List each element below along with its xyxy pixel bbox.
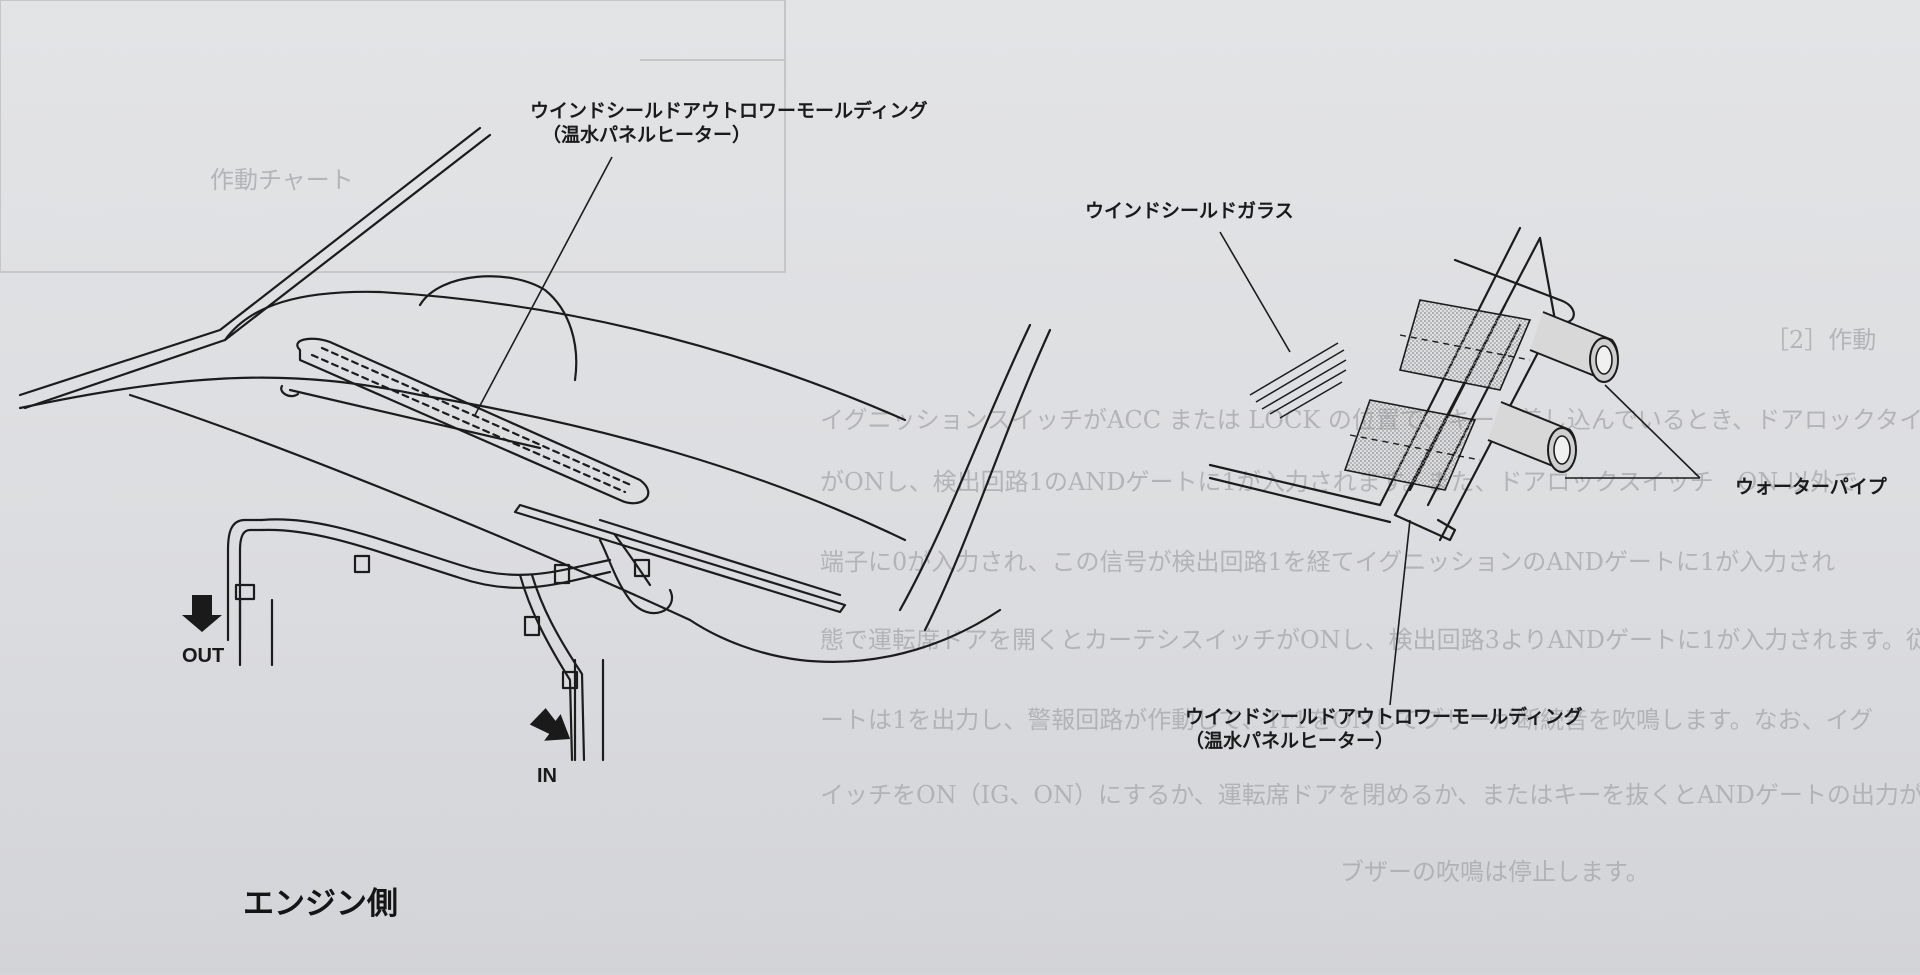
strip-dashes (1349, 334, 1531, 461)
ghost-line-5: ートは1を出力し、警報回路が作動して、Tr1をONしてブザーが断続音を吹鳴します… (820, 706, 1874, 734)
label-moulding-bottom-line2: （温水パネルヒーター） (1185, 729, 1395, 752)
leader-moulding-top (474, 156, 613, 416)
in-arrow-icon (529, 708, 571, 741)
label-water-pipe: ウォーターパイプ (1735, 476, 1887, 498)
water-pipe-upper (1529, 311, 1619, 383)
heater-strip-upper (1398, 299, 1532, 391)
label-engine-side: エンジン側 (243, 886, 398, 922)
label-windshield-glass: ウインドシールドガラス (1085, 200, 1294, 222)
water-pipe-lower (1487, 401, 1577, 473)
label-moulding-top: ウインドシールドアウトロワーモールディング （温水パネルヒーター） (530, 100, 928, 148)
glass-hatch (1249, 342, 1347, 419)
label-in: IN (537, 765, 557, 787)
label-moulding-top-line1: ウインドシールドアウトロワーモールディング (530, 100, 928, 122)
ghost-shapes (0, 0, 786, 273)
ghost-line-4: 態で運転席ドアを開くとカーテシスイッチがONし、検出回路3よりANDゲートに1が… (820, 626, 1920, 654)
ghost-line-2: がONし、検出回路1のANDゲートに1が入力されます。また、ドアロックスイッチ … (820, 468, 1858, 496)
label-moulding-bottom-line1: ウインドシールドアウトロワーモールディング (1185, 706, 1583, 728)
label-out: OUT (182, 645, 225, 667)
label-moulding-top-line2: （温水パネルヒーター） (542, 123, 752, 146)
label-moulding-bottom: ウインドシールドアウトロワーモールディング （温水パネルヒーター） (1185, 706, 1583, 754)
ghost-line-6: イッチをON（IG、ON）にするか、運転席ドアを閉めるか、またはキーを抜くとAN… (820, 781, 1920, 809)
ghost-line-7: ブザーの吹鳴は停止します。 (1340, 858, 1650, 886)
out-arrow-icon (182, 595, 222, 632)
moulding-section-drawing (1208, 226, 1575, 542)
car-cowl-drawing (18, 126, 1052, 762)
ghost-line-3: 端子に0が入力され、この信号が検出回路1を経てイグニッションのANDゲートに1が… (820, 548, 1836, 576)
heater-strip-lower (1343, 399, 1477, 491)
ghost-heading: ［2］作動 (1765, 326, 1877, 354)
leaders-right (1219, 231, 1701, 706)
ghost-chart-title: 作動チャート (210, 166, 354, 194)
